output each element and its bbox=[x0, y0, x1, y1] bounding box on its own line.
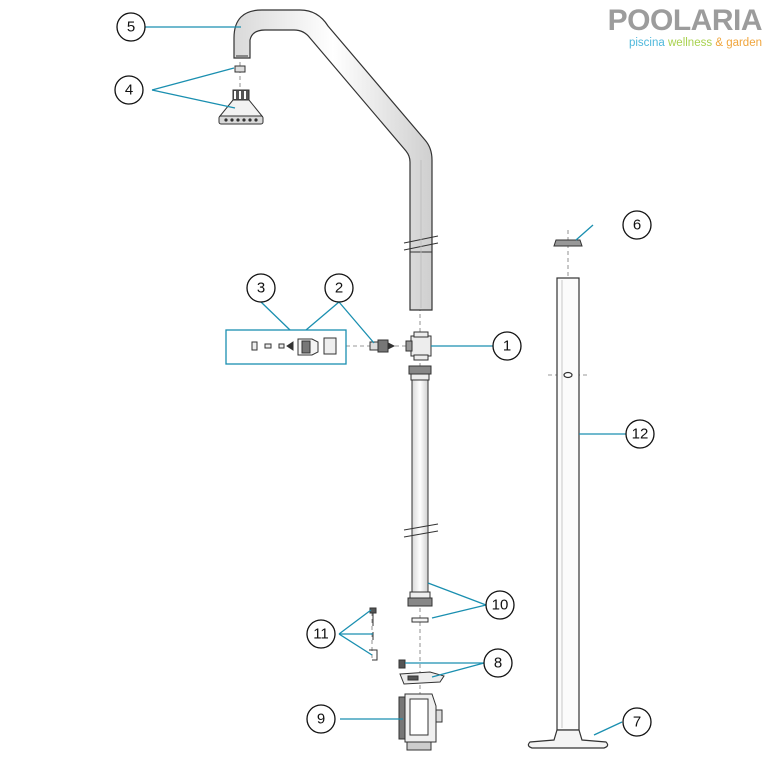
callout-7: 7 bbox=[622, 707, 652, 737]
post bbox=[556, 277, 580, 731]
base-connector bbox=[398, 693, 443, 751]
valve-kit bbox=[225, 329, 347, 365]
callouts: 1 2 3 4 5 6 7 8 bbox=[114, 12, 655, 737]
callout-2: 2 bbox=[324, 273, 354, 303]
callout-9: 9 bbox=[306, 704, 336, 734]
svg-text:1: 1 bbox=[503, 338, 511, 355]
svg-text:8: 8 bbox=[494, 655, 502, 672]
callout-12: 12 bbox=[625, 419, 655, 449]
callout-5: 5 bbox=[116, 12, 146, 42]
screws bbox=[369, 607, 378, 661]
svg-text:3: 3 bbox=[257, 280, 265, 297]
svg-text:7: 7 bbox=[633, 714, 641, 731]
callout-10: 10 bbox=[485, 590, 515, 620]
tee-fitting bbox=[405, 331, 432, 361]
callout-1: 1 bbox=[492, 331, 522, 361]
post-cap bbox=[553, 239, 583, 247]
callout-6: 6 bbox=[622, 210, 652, 240]
callout-8: 8 bbox=[483, 648, 513, 678]
tagline-garden: garden bbox=[726, 37, 762, 49]
tagline-amp: & bbox=[715, 37, 723, 49]
brand-logo: POOLARIA piscina wellness & garden bbox=[607, 4, 763, 50]
tagline-piscina: piscina bbox=[628, 37, 665, 49]
svg-text:11: 11 bbox=[313, 626, 329, 643]
shower-head bbox=[218, 65, 264, 125]
callout-4: 4 bbox=[114, 75, 144, 105]
callout-3: 3 bbox=[246, 273, 276, 303]
callout-11: 11 bbox=[306, 619, 336, 649]
base-fittings bbox=[398, 659, 445, 685]
svg-text:6: 6 bbox=[633, 217, 641, 234]
base-plate bbox=[527, 729, 609, 749]
svg-text:10: 10 bbox=[492, 597, 509, 614]
flex-hose bbox=[403, 365, 439, 623]
brand-tagline: piscina wellness & garden bbox=[608, 37, 762, 50]
svg-text:4: 4 bbox=[125, 82, 133, 99]
leader-lines bbox=[145, 26, 626, 736]
svg-text:2: 2 bbox=[335, 280, 343, 297]
tagline-wellness: wellness bbox=[668, 37, 713, 49]
svg-text:5: 5 bbox=[127, 19, 135, 36]
brand-name: POOLARIA bbox=[607, 4, 763, 37]
svg-text:12: 12 bbox=[632, 426, 649, 443]
svg-text:9: 9 bbox=[317, 711, 325, 728]
shower-arm bbox=[233, 9, 439, 311]
